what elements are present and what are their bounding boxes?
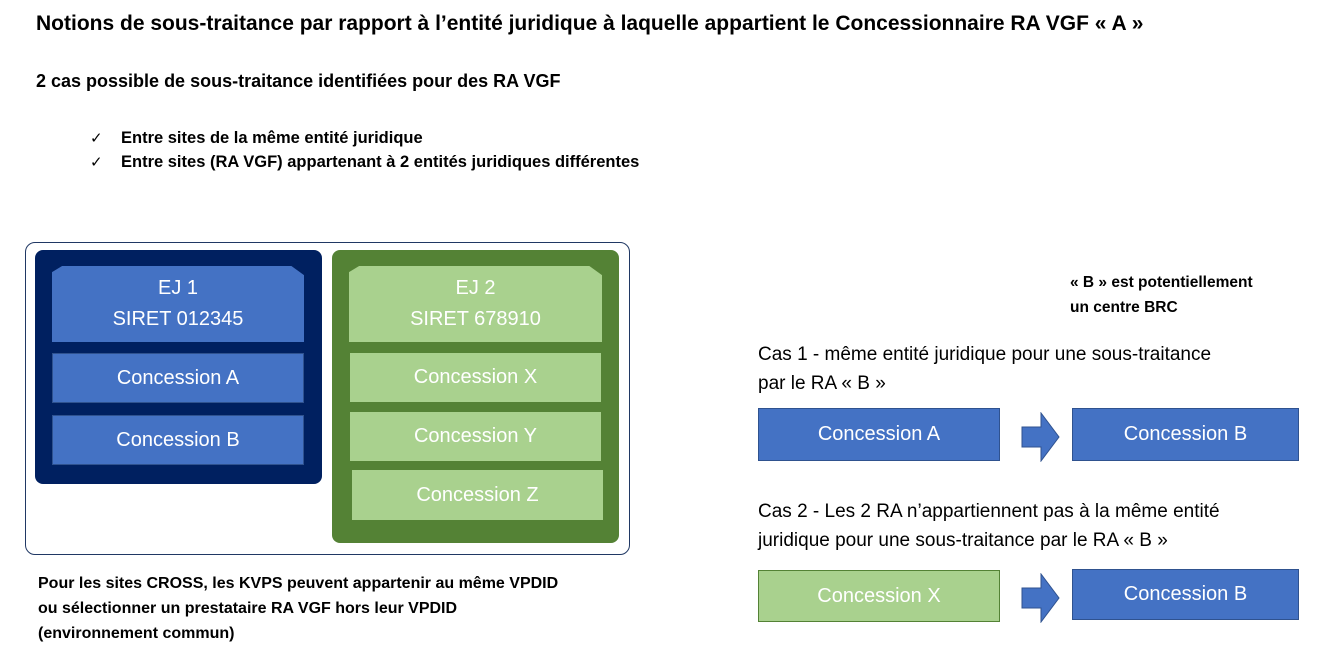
concession-box: Concession A: [52, 353, 304, 403]
cas2-text: Cas 2 - Les 2 RA n’appartiennent pas à l…: [758, 497, 1220, 555]
ej2-header: EJ 2 SIRET 678910: [349, 266, 602, 342]
cas2-from-box: Concession X: [758, 570, 1000, 622]
cas1-line: par le RA « B »: [758, 373, 886, 394]
bullet-item: ✓ Entre sites de la même entité juridiqu…: [90, 126, 639, 150]
checkmark-icon: ✓: [90, 130, 103, 147]
note-brc: « B » est potentiellement un centre BRC: [1070, 270, 1253, 320]
cas2-line: Cas 2 - Les 2 RA n’appartiennent pas à l…: [758, 501, 1220, 522]
concession-box: Concession B: [52, 415, 304, 465]
bullet-text: Entre sites (RA VGF) appartenant à 2 ent…: [121, 152, 640, 171]
cas2-line: juridique pour une sous-traitance par le…: [758, 530, 1168, 551]
ej1-header: EJ 1 SIRET 012345: [52, 266, 304, 342]
ej1-name: EJ 1: [157, 277, 199, 299]
ej2-name: EJ 2: [455, 277, 496, 299]
footer-line: Pour les sites CROSS, les KVPS peuvent a…: [38, 575, 559, 592]
cas2-to-box: Concession B: [1072, 569, 1299, 620]
page-title: Notions de sous-traitance par rapport à …: [36, 12, 1144, 35]
footer-line: ou sélectionner un prestataire RA VGF ho…: [38, 600, 458, 617]
bullet-text: Entre sites de la même entité juridique: [121, 128, 423, 147]
note-line: un centre BRC: [1070, 299, 1178, 316]
checkmark-icon: ✓: [90, 154, 103, 171]
cas1-to-box: Concession B: [1072, 408, 1299, 461]
cas1-line: Cas 1 - même entité juridique pour une s…: [758, 344, 1212, 365]
concession-box: Concession Z: [351, 469, 604, 521]
cas1-text: Cas 1 - même entité juridique pour une s…: [758, 340, 1211, 398]
note-line: « B » est potentiellement: [1070, 274, 1253, 291]
page-subtitle: 2 cas possible de sous-traitance identif…: [36, 71, 561, 91]
concession-box: Concession Y: [349, 411, 602, 462]
bullet-item: ✓ Entre sites (RA VGF) appartenant à 2 e…: [90, 150, 639, 174]
ej2-siret: SIRET 678910: [410, 308, 541, 330]
cas1-from-box: Concession A: [758, 408, 1000, 461]
bullet-list: ✓ Entre sites de la même entité juridiqu…: [90, 126, 639, 174]
footer-line: (environnement commun): [38, 625, 235, 642]
arrow-right-icon: [1021, 573, 1061, 623]
footer-note: Pour les sites CROSS, les KVPS peuvent a…: [38, 571, 558, 646]
ej1-siret: SIRET 012345: [112, 308, 244, 330]
arrow-right-icon: [1021, 412, 1061, 462]
entities-frame: [25, 242, 630, 555]
concession-box: Concession X: [349, 352, 602, 403]
